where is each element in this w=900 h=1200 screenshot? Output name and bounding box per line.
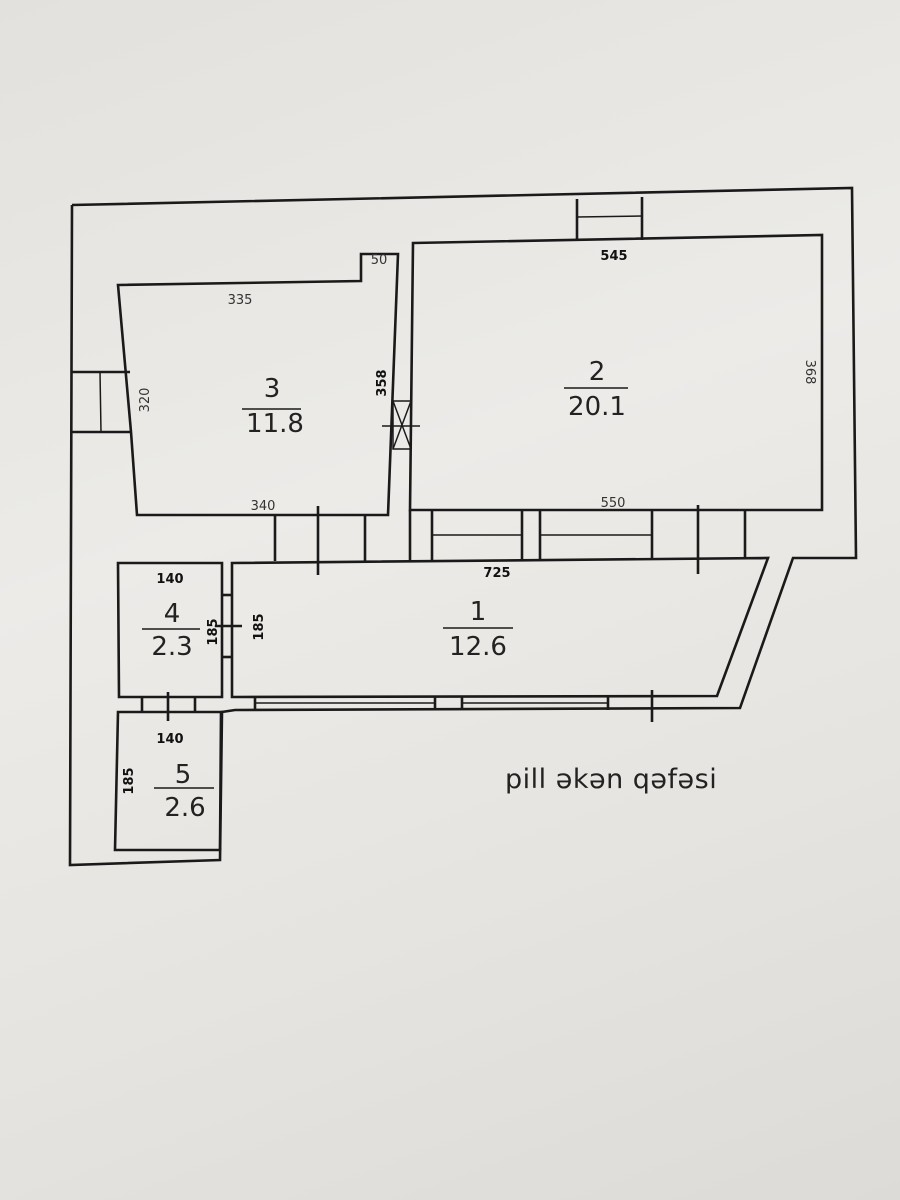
svg-text:3: 3: [264, 374, 281, 404]
room-5-label: 5 2.6: [154, 760, 214, 823]
dim-room5-left: 185: [122, 767, 137, 794]
dim-room3-left: 320: [138, 388, 153, 413]
svg-text:20.1: 20.1: [568, 392, 626, 422]
door-room4-corridor: [215, 593, 242, 659]
window-top: [575, 197, 644, 240]
dim-room5-top: 140: [156, 732, 183, 747]
dim-room4-top: 140: [156, 572, 183, 587]
dim-room2-bottom: 550: [601, 496, 626, 511]
door-room3-room2: [382, 400, 420, 450]
window-left: [72, 370, 131, 434]
svg-text:5: 5: [175, 760, 192, 790]
svg-text:2: 2: [589, 357, 606, 387]
svg-text:2.3: 2.3: [151, 632, 192, 662]
svg-text:1: 1: [470, 597, 487, 627]
openings-room2-corridor: [430, 505, 747, 574]
room-2-label: 2 20.1: [564, 357, 628, 422]
room-1-label: 1 12.6: [443, 597, 513, 662]
svg-text:11.8: 11.8: [246, 409, 304, 439]
dim-room1-top: 725: [483, 566, 510, 581]
room-5-outline: [113, 710, 223, 852]
dim-room3-right: 358: [375, 369, 390, 396]
svg-text:2.6: 2.6: [164, 793, 205, 823]
room-4-label: 4 2.3: [142, 599, 200, 662]
room-4-outline: [116, 561, 224, 699]
dim-room2-right: 368: [802, 360, 817, 385]
door-room4-room5: [140, 692, 197, 721]
stairwell-label: pill əkən qəfəsi: [505, 764, 717, 795]
room-3-outline: [116, 252, 400, 517]
svg-text:4: 4: [164, 599, 181, 629]
room-1-outline: [230, 556, 770, 699]
windows-bottom: [253, 690, 654, 722]
dim-room2-top: 545: [600, 249, 627, 264]
dim-room3-bottom: 340: [251, 499, 276, 514]
dim-room1-left: 185: [252, 613, 267, 640]
dim-room3-top: 335: [228, 293, 253, 308]
room-3-label: 3 11.8: [242, 374, 304, 439]
dim-room4-right: 185: [206, 618, 221, 645]
room-2-outline: [408, 233, 824, 512]
outer-wall: [68, 186, 858, 867]
dim-room3-niche: 50: [371, 253, 388, 268]
svg-text:12.6: 12.6: [449, 632, 507, 662]
door-room3-corridor: [273, 506, 412, 575]
